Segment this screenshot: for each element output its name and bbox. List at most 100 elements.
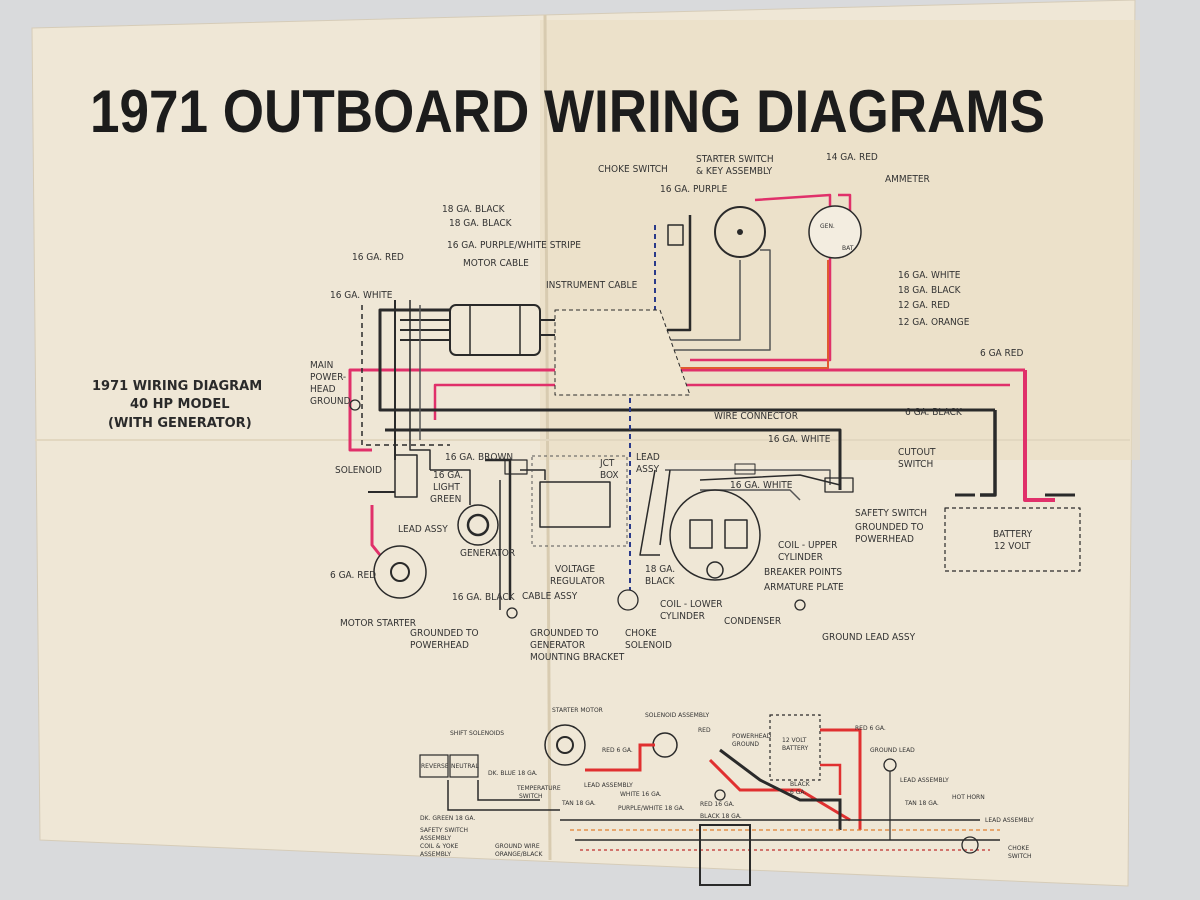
- bottom-diagram-labels: STARTER MOTOR SOLENOID ASSEMBLY 12 VOLT …: [420, 707, 1034, 860]
- b-label-ground-wire-1: GROUND WIRE: [495, 843, 540, 850]
- bottom-black-wire: [719, 748, 842, 830]
- b-label-white-16ga: WHITE 16 GA.: [620, 791, 662, 798]
- label-6ga-black: 6 GA. BLACK: [905, 407, 963, 418]
- top-diagram-labels: CHOKE SWITCH STARTER SWITCH & KEY ASSEMB…: [310, 152, 1033, 663]
- label-coil-lower-2: CYLINDER: [660, 611, 705, 622]
- label-voltage-regulator-2: REGULATOR: [550, 576, 605, 587]
- label-lead-assy-top-2: ASSY: [636, 464, 660, 475]
- label-grounded-powerhead-l1: GROUNDED TO: [410, 628, 479, 639]
- b-label-black-6ga-2: 6 GA.: [790, 789, 806, 796]
- wire-connector: [734, 463, 756, 475]
- label-16ga-purple: 16 GA. PURPLE: [660, 184, 728, 195]
- label-starter-switch-2: & KEY ASSEMBLY: [696, 166, 773, 177]
- solenoid-body: [394, 454, 418, 498]
- wire-6ga-red-second: [433, 383, 1010, 420]
- bottom-wiring-diagram: [419, 714, 1000, 886]
- label-18ga-black-1: 18 GA. BLACK: [442, 204, 506, 215]
- choke-switch-box: [667, 224, 684, 246]
- bottom-red-wire-1: [585, 743, 655, 772]
- label-ammeter-gen: GEN.: [820, 223, 835, 230]
- b-label-coil-yoke-2: ASSEMBLY: [420, 851, 451, 858]
- b-label-tan-18ga-right: TAN 18 GA.: [904, 800, 939, 807]
- label-14ga-red: 14 GA. RED: [826, 152, 878, 163]
- neutral-solenoid: [449, 754, 479, 778]
- bottom-red-wire-4: [820, 763, 842, 795]
- label-choke-switch: CHOKE SWITCH: [598, 164, 668, 175]
- label-lead-assy: LEAD ASSY: [398, 524, 448, 535]
- b-label-red-6ga-left: RED 6 GA.: [602, 747, 633, 754]
- b-label-choke-switch-2: SWITCH: [1008, 853, 1032, 860]
- poster-title: 1971 OUTBOARD WIRING DIAGRAMS: [90, 78, 1045, 145]
- b-label-ground-wire-2: ORANGE/BLACK: [495, 851, 543, 858]
- bottom-battery: [769, 714, 821, 781]
- b-label-temperature-switch-1: TEMPERATURE: [516, 785, 561, 792]
- label-choke-solenoid-1: CHOKE: [625, 628, 657, 639]
- fold-line-vertical: [543, 14, 552, 861]
- reverse-solenoid: [419, 754, 449, 778]
- label-jct-box-1: JCT: [599, 458, 615, 469]
- wire-16ga-white-key2: [660, 249, 771, 351]
- label-grounded-gen-1: GROUNDED TO: [530, 628, 599, 639]
- label-wire-connector: WIRE CONNECTOR: [714, 411, 798, 422]
- label-motor-cable: MOTOR CABLE: [463, 258, 529, 269]
- wire-6ga-black-main: [378, 308, 995, 412]
- label-18ga-black-right: 18 GA. BLACK: [898, 285, 962, 296]
- wire-12ga-red: [690, 193, 832, 362]
- label-cutout-switch-2: SWITCH: [898, 459, 933, 470]
- label-18ga-black-2: 18 GA. BLACK: [449, 218, 513, 229]
- label-starter-switch-1: STARTER SWITCH: [696, 154, 774, 165]
- b-label-dk-green: DK. GREEN 18 GA.: [420, 815, 475, 822]
- label-ammeter-bat: BAT.: [842, 245, 855, 252]
- diagram-caption-line-3: (WITH GENERATOR): [108, 416, 252, 431]
- label-grounded-powerhead-l2: POWERHEAD: [410, 640, 469, 651]
- b-label-powerhead-ground-2: GROUND: [732, 741, 759, 748]
- b-label-battery-2: BATTERY: [782, 745, 809, 752]
- b-label-shift-solenoids: SHIFT SOLENOIDS: [450, 730, 504, 737]
- label-cable-assy: CABLE ASSY: [522, 591, 578, 602]
- label-breaker-points: BREAKER POINTS: [764, 567, 842, 578]
- armature-plate: [669, 489, 761, 581]
- label-jct-box-2: BOX: [600, 470, 619, 481]
- b-label-hot-horn: HOT HORN: [952, 794, 985, 801]
- label-grounded-gen-3: MOUNTING BRACKET: [530, 652, 625, 663]
- wire-16ga-white-key: [660, 260, 741, 341]
- label-grounded-powerhead-r1: GROUNDED TO: [855, 522, 924, 533]
- label-cutout-switch-1: CUTOUT: [898, 447, 936, 458]
- label-6ga-red: 6 GA RED: [980, 348, 1023, 359]
- label-16ga-brown: 16 GA. BROWN: [445, 452, 513, 463]
- b-label-lead-assembly-2: LEAD ASSEMBLY: [900, 777, 949, 784]
- b-label-starter-motor: STARTER MOTOR: [552, 707, 603, 714]
- label-18ga-black-low-1: 18 GA.: [645, 564, 675, 575]
- diagram-caption-line-2: 40 HP MODEL: [130, 397, 230, 412]
- label-condenser: CONDENSER: [724, 616, 781, 627]
- b-label-neutral: NEUTRAL: [451, 763, 479, 770]
- label-main-powerhead-4: GROUND: [310, 396, 351, 407]
- diagram-caption-line-1: 1971 WIRING DIAGRAM: [92, 379, 262, 394]
- cutout-switch: [824, 477, 854, 493]
- b-label-purple-white: PURPLE/WHITE 18 GA.: [618, 805, 685, 812]
- label-12ga-orange: 12 GA. ORANGE: [898, 317, 970, 328]
- label-generator: GENERATOR: [460, 548, 515, 559]
- instrument-cable-area: [554, 309, 691, 396]
- b-label-safety-switch-assy-2: ASSEMBLY: [420, 835, 451, 842]
- label-main-powerhead-2: POWER-: [310, 372, 346, 383]
- label-coil-upper-2: CYLINDER: [778, 552, 823, 563]
- label-main-powerhead-3: HEAD: [310, 384, 336, 395]
- b-label-coil-yoke-1: COIL & YOKE: [420, 843, 459, 850]
- label-safety-switch: SAFETY SWITCH: [855, 508, 927, 519]
- label-12ga-red: 12 GA. RED: [898, 300, 950, 311]
- label-16ga-white-right: 16 GA. WHITE: [898, 270, 961, 281]
- label-16ga-white-low: 16 GA. WHITE: [730, 480, 793, 491]
- b-label-ground-lead: GROUND LEAD: [870, 747, 915, 754]
- label-voltage-regulator-1: VOLTAGE: [555, 564, 595, 575]
- bottom-red-wire-3: [708, 758, 851, 822]
- label-lead-assy-top-1: LEAD: [636, 452, 660, 463]
- label-coil-upper-1: COIL - UPPER: [778, 540, 837, 551]
- wire-6ga-black: [980, 410, 997, 497]
- label-battery-1: BATTERY: [993, 529, 1033, 540]
- label-grounded-powerhead-r2: POWERHEAD: [855, 534, 914, 545]
- choke-solenoid: [617, 589, 639, 611]
- label-16ga-light-green-1: 16 GA.: [433, 470, 463, 481]
- label-18ga-black-low-2: BLACK: [645, 576, 676, 587]
- label-16ga-red: 16 GA. RED: [352, 252, 404, 263]
